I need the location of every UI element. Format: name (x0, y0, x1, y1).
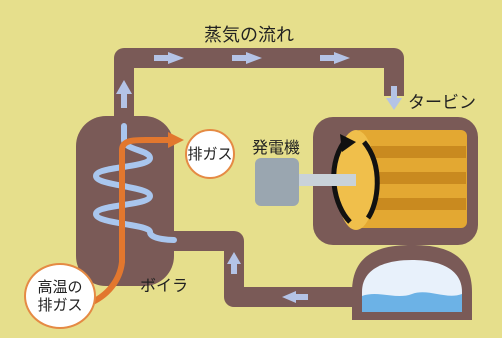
rotation-arrow-2 (362, 140, 380, 220)
flow-arrow-left (282, 291, 296, 303)
flow-arrow-down-stem (391, 86, 397, 100)
exhaust-gas-bubble: 排ガス (185, 129, 235, 179)
rotor-blade-2 (362, 172, 466, 184)
hot-exhaust-gas-bubble: 高温の 排ガス (24, 263, 96, 329)
rotor-blade-3 (362, 198, 466, 210)
hot-gas-pipe (85, 137, 175, 307)
flow-arrow-return-up (227, 252, 241, 264)
flow-arrow-right-1-stem (154, 55, 170, 61)
generator-label: 発電機 (252, 138, 301, 157)
flow-arrow-right-2-stem (232, 55, 248, 61)
flow-arrow-down (386, 98, 402, 110)
rotor-blade-1 (362, 146, 466, 158)
hot-gas-label-line2: 排ガス (37, 296, 83, 314)
exhaust-gas-label: 排ガス (187, 145, 233, 163)
flow-arrow-return-up-stem (231, 262, 237, 274)
generator-body (255, 158, 299, 206)
flow-arrow-right-3-stem (320, 55, 336, 61)
flow-arrow-right-1 (168, 52, 184, 64)
turbine-label: タービン (408, 93, 476, 113)
flow-arrow-up (116, 80, 132, 94)
flow-arrow-left-stem (294, 294, 308, 300)
flow-arrow-right-3 (334, 52, 350, 64)
rotation-arrowhead (340, 134, 356, 152)
hot-gas-label-line1: 高温の (37, 278, 83, 296)
condenser-water (362, 292, 462, 312)
boiler-label: ボイラ (140, 276, 189, 295)
steam-flow-label: 蒸気の流れ (204, 25, 294, 46)
steam-pipe (114, 48, 404, 118)
flow-arrow-right-2 (246, 52, 262, 64)
boiler-coil (92, 123, 177, 243)
exhaust-arrow (168, 132, 184, 148)
return-pipe (174, 231, 360, 307)
flow-arrow-up-stem (121, 94, 127, 108)
generator-shaft (292, 174, 356, 186)
